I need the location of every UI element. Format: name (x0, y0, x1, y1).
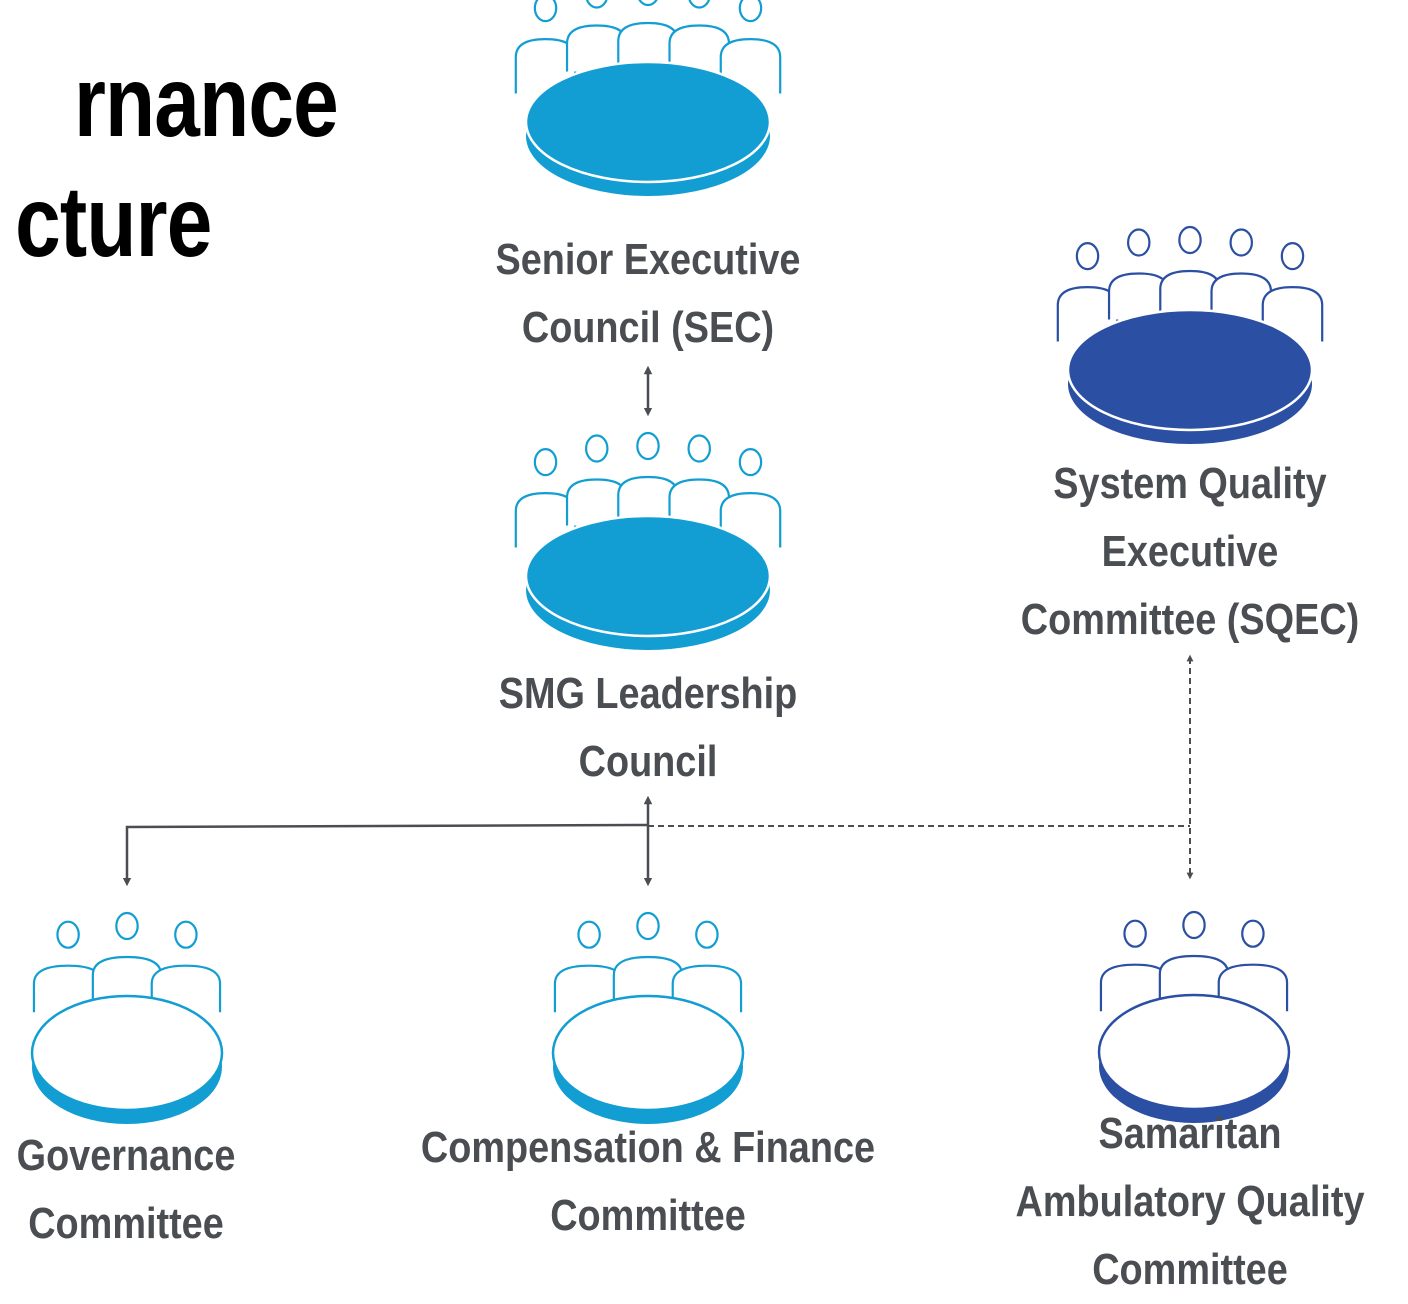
connector-dotted-sqec-saqc (648, 654, 1194, 880)
person-icon (1210, 228, 1273, 320)
compfin-meeting-icon (551, 911, 745, 1124)
page-title-line-1: rnance (74, 46, 339, 158)
person-icon (668, 434, 731, 526)
compfin-label-line-2: Committee (550, 1191, 746, 1240)
governance-meeting-icon (30, 911, 224, 1124)
sqec-meeting-icon (1056, 225, 1324, 444)
person-icon (91, 911, 163, 1000)
table-top (30, 994, 224, 1112)
compfin-label-line-1: Compensation & Finance (420, 1123, 876, 1172)
table-top (551, 994, 745, 1112)
governance-label-line-2: Committee (28, 1199, 224, 1248)
governance-label: Governance Committee (14, 1122, 238, 1258)
smg-label: SMG Leadership Council (450, 660, 846, 796)
compfin-label: Compensation & Finance Committee (416, 1114, 880, 1250)
saqc-label-line-3: Committee (1092, 1245, 1288, 1294)
sec-label-line-1: Senior Executive (495, 235, 801, 284)
sec-label-line-2: Council (SEC) (521, 303, 775, 352)
page-title-line-2: cture (15, 166, 213, 278)
smg-label-line-2: Council (578, 737, 718, 786)
sec-meeting-icon (514, 0, 782, 196)
sqec-label-line-2: Executive (1101, 527, 1279, 576)
connector-smg-committees (122, 795, 653, 887)
saqc-label-line-2: Ambulatory Quality (1015, 1177, 1365, 1226)
governance-label-line-1: Governance (16, 1131, 236, 1180)
smg-meeting-icon (514, 431, 782, 650)
person-icon (1261, 242, 1324, 342)
saqc-label-line-1: Samaritan (1098, 1109, 1282, 1158)
saqc-label: Samaritan Ambulatory Quality Committee (1009, 1100, 1370, 1304)
smg-label-line-1: SMG Leadership (498, 669, 798, 718)
sqec-label-line-1: System Quality (1053, 459, 1327, 508)
person-icon (612, 911, 684, 1000)
person-icon (668, 0, 731, 72)
saqc-meeting-icon (1097, 910, 1291, 1123)
sqec-label-line-3: Committee (SQEC) (1020, 595, 1360, 644)
sqec-label: System Quality Executive Committee (SQEC… (984, 450, 1397, 654)
sec-label: Senior Executive Council (SEC) (450, 226, 846, 362)
table-top (1097, 993, 1291, 1111)
person-icon (1158, 910, 1230, 999)
person-icon (617, 431, 679, 520)
governance-diagram (30, 0, 1324, 1124)
